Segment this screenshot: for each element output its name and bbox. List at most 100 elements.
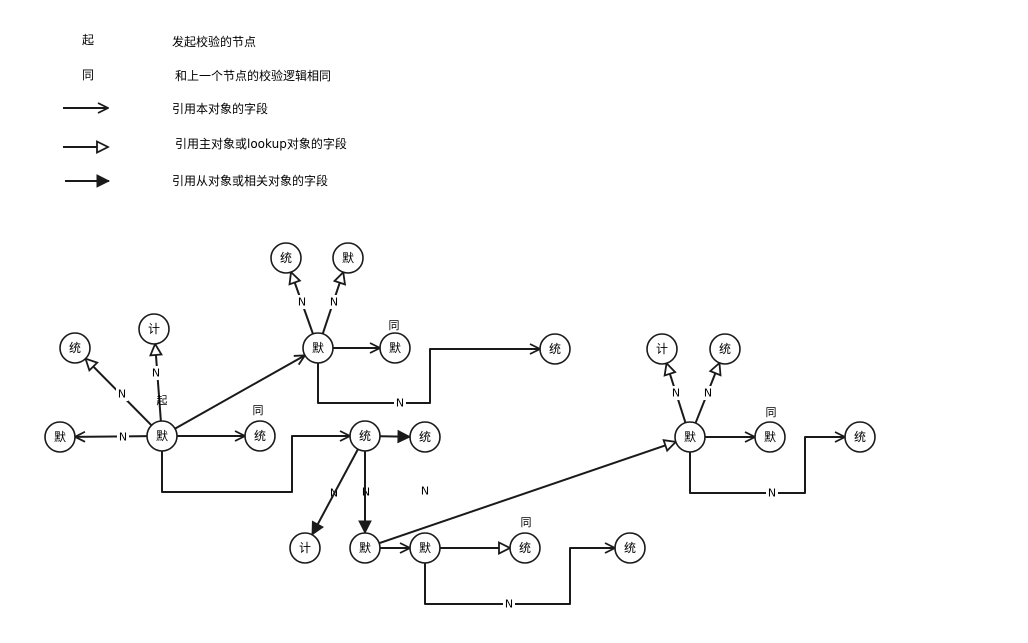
- node-circle: [44, 421, 76, 453]
- node-label: 默: [54, 429, 66, 444]
- node-n17[interactable]: 默: [409, 532, 441, 564]
- node-circle: [409, 421, 441, 453]
- node-circle: [379, 332, 411, 364]
- node-circle: [754, 421, 786, 453]
- node-n18[interactable]: 统: [509, 532, 541, 564]
- node-label: 统: [359, 429, 371, 443]
- edge-label-background: [296, 295, 308, 309]
- node-circle: [646, 333, 678, 365]
- edge-label: N: [152, 367, 160, 380]
- node-circle: [244, 420, 276, 452]
- edge-n16-to-n19: [424, 548, 615, 605]
- node-n13[interactable]: 统: [59, 332, 91, 364]
- node-label: 统: [69, 341, 81, 355]
- node-label: 默: [359, 540, 371, 555]
- node-label: 默: [312, 340, 324, 355]
- node-n2[interactable]: 默: [332, 242, 364, 274]
- annotation-same1: 同: [253, 404, 264, 417]
- legend-item-master-ref: 引用主对象或lookup对象的字段: [63, 136, 347, 151]
- edge-label-background: [328, 295, 340, 309]
- node-n7[interactable]: 统: [539, 333, 571, 365]
- node-n21[interactable]: 默: [674, 421, 706, 453]
- edge-label-background: [766, 486, 778, 500]
- legend: 起 发起校验的节点 同 和上一个节点的校验逻辑相同 引用本对象的字段 引用主对象…: [63, 33, 347, 188]
- node-circle: [539, 333, 571, 365]
- edge-label-background: [503, 597, 515, 611]
- node-circle: [146, 420, 178, 452]
- node-n12[interactable]: 统: [349, 420, 381, 452]
- edge-n10-to-n5: [174, 355, 305, 430]
- node-n6[interactable]: 默: [379, 332, 411, 364]
- edge-label: N: [298, 296, 306, 309]
- node-n8[interactable]: 计: [138, 313, 170, 345]
- legend-item-same: 同 和上一个节点的校验逻辑相同: [82, 68, 331, 83]
- node-circle: [844, 421, 876, 453]
- node-circle: [709, 333, 741, 365]
- node-circle: [349, 532, 381, 564]
- node-n4[interactable]: 统: [709, 333, 741, 365]
- edge-n16-to-n21: [378, 442, 676, 545]
- node-n22[interactable]: 统: [844, 421, 876, 453]
- edge-n10-to-n9: [75, 436, 148, 437]
- annotation-same2: 同: [389, 319, 400, 332]
- node-circle: [509, 532, 541, 564]
- node-circle: [614, 532, 646, 564]
- edge-label-background: [670, 386, 682, 400]
- node-label: 默: [684, 429, 696, 444]
- node-circle: [59, 332, 91, 364]
- node-label: 统: [549, 342, 561, 356]
- node-label: 默: [342, 250, 354, 265]
- node-circle: [289, 532, 321, 564]
- edge-label: N: [768, 487, 776, 500]
- node-label: 计: [299, 541, 311, 555]
- edge-label: N: [119, 431, 127, 444]
- node-label: 统: [854, 430, 866, 444]
- legend-item-origin: 起 发起校验的节点: [82, 33, 256, 49]
- node-label: 统: [419, 430, 431, 444]
- node-circle: [138, 313, 170, 345]
- node-label: 默: [389, 340, 401, 355]
- node-label: 计: [148, 322, 160, 336]
- legend-label-origin: 发起校验的节点: [172, 34, 256, 49]
- node-label: 默: [419, 540, 431, 555]
- edge-label-background: [419, 484, 431, 498]
- node-n14[interactable]: 统: [409, 421, 441, 453]
- node-n10[interactable]: 默: [146, 420, 178, 452]
- node-label: 统: [280, 251, 292, 265]
- node-n20[interactable]: 默: [754, 421, 786, 453]
- edge-label: N: [421, 485, 429, 498]
- node-n3[interactable]: 计: [646, 333, 678, 365]
- node-n1[interactable]: 统: [270, 242, 302, 274]
- node-n16[interactable]: 默: [349, 532, 381, 564]
- node-label: 计: [656, 342, 668, 356]
- node-circle: [302, 332, 334, 364]
- edge-label-background: [150, 366, 162, 380]
- edge-label: N: [330, 296, 338, 309]
- edge-n21-to-n22: [689, 437, 845, 494]
- legend-label-same: 和上一个节点的校验逻辑相同: [175, 68, 331, 83]
- node-n11[interactable]: 统: [244, 420, 276, 452]
- node-circle: [409, 532, 441, 564]
- edge-label-background: [394, 396, 406, 410]
- node-n15[interactable]: 计: [289, 532, 321, 564]
- annotation-origin: 起: [157, 394, 168, 407]
- node-circle: [349, 420, 381, 452]
- node-label: 默: [764, 429, 776, 444]
- node-n19[interactable]: 统: [614, 532, 646, 564]
- edge-n12-to-n14: [379, 436, 410, 437]
- node-label: 统: [624, 541, 636, 555]
- node-label: 统: [719, 342, 731, 356]
- legend-label-master-ref: 引用主对象或lookup对象的字段: [175, 136, 347, 151]
- nodes-layer: 统默计统默默统计默默统统统统计默默统统默默统: [44, 242, 876, 564]
- node-n5[interactable]: 默: [302, 332, 334, 364]
- node-circle: [270, 242, 302, 274]
- legend-symbol-same: 同: [82, 68, 94, 82]
- legend-item-detail-ref: 引用从对象或相关对象的字段: [65, 173, 328, 188]
- legend-label-self-ref: 引用本对象的字段: [172, 101, 268, 116]
- legend-label-detail-ref: 引用从对象或相关对象的字段: [172, 173, 328, 188]
- legend-symbol-origin: 起: [82, 33, 94, 47]
- node-n9[interactable]: 默: [44, 421, 76, 453]
